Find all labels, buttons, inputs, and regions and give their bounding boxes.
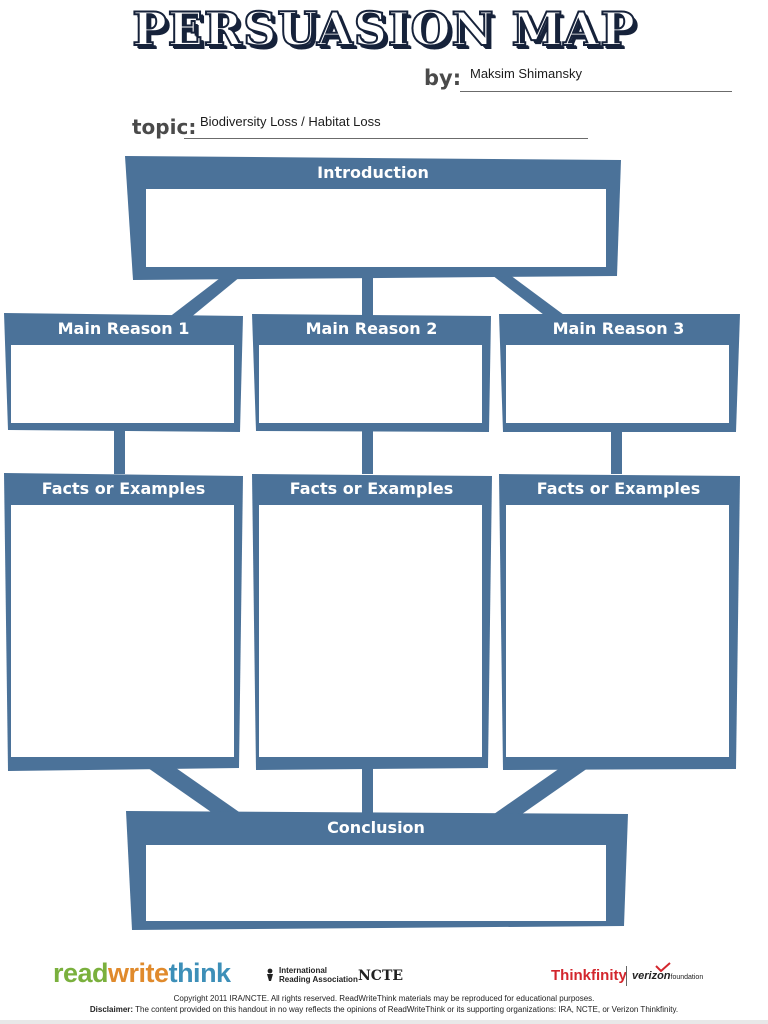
connector-facts3-conclusion: [494, 768, 588, 814]
ira-icon: [267, 968, 273, 981]
logo-divider: [626, 966, 627, 986]
connector-facts1-conclusion: [148, 768, 242, 814]
by-label: by:: [424, 66, 462, 90]
reason3-box[interactable]: [506, 345, 729, 423]
reason2-heading: Main Reason 2: [305, 319, 438, 338]
topic-value[interactable]: Biodiversity Loss / Habitat Loss: [200, 114, 381, 129]
facts1-box[interactable]: [11, 505, 234, 757]
facts2-heading: Facts or Examples: [289, 479, 454, 498]
page-title: PERSUASION MAP: [131, 1, 636, 57]
connector-intro-reason3: [488, 272, 568, 318]
conclusion-box[interactable]: [146, 845, 606, 921]
topic-label: topic:: [132, 115, 197, 139]
connector-intro-reason2: [362, 272, 373, 318]
disclaimer: Disclaimer: The content provided on this…: [89, 1005, 679, 1014]
verizon-foundation-logo: verizonfoundation: [632, 970, 704, 982]
ira-logo-text: International Reading Association: [279, 966, 358, 984]
facts1-heading: Facts or Examples: [41, 479, 206, 498]
conclusion-heading: Conclusion: [327, 818, 425, 837]
connector-reason1-facts1: [114, 428, 125, 474]
introduction-box[interactable]: [146, 189, 606, 267]
introduction-heading: Introduction: [317, 163, 429, 182]
verizon-check-icon: [655, 962, 671, 972]
facts3-box[interactable]: [506, 505, 729, 757]
connector-facts2-conclusion: [362, 768, 373, 814]
persuasion-map-diagram: [4, 156, 740, 930]
reason1-heading: Main Reason 1: [57, 319, 190, 338]
reason2-box[interactable]: [259, 345, 482, 423]
author-name[interactable]: Maksim Shimansky: [470, 66, 582, 81]
reason1-box[interactable]: [11, 345, 234, 423]
facts2-box[interactable]: [259, 505, 482, 757]
connector-reason3-facts3: [611, 428, 622, 474]
connector-intro-reason1: [168, 272, 246, 318]
reason3-heading: Main Reason 3: [552, 319, 685, 338]
copyright-text: Copyright 2011 IRA/NCTE. All rights rese…: [173, 994, 595, 1003]
bottom-divider: [0, 1020, 768, 1024]
ncte-logo: NCTE: [358, 968, 404, 984]
topic-line[interactable]: [184, 138, 588, 139]
connector-reason2-facts2: [362, 428, 373, 474]
readwritethink-logo: readwritethink: [53, 958, 231, 988]
facts3-heading: Facts or Examples: [536, 479, 701, 498]
by-line[interactable]: [460, 91, 732, 92]
thinkfinity-logo: Thinkfinity: [551, 967, 627, 984]
